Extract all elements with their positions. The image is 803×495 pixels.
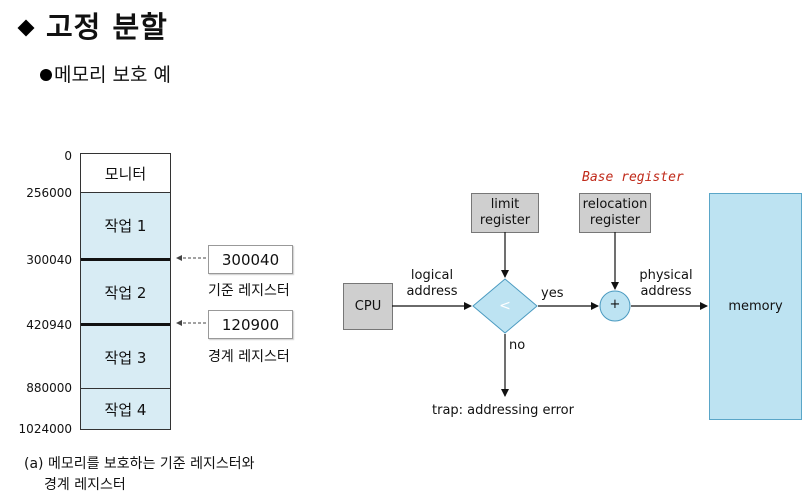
base-boundary bbox=[81, 258, 170, 261]
trap-label: trap: addressing error bbox=[432, 403, 574, 418]
limit-register-label: 경계 레지스터 bbox=[208, 349, 290, 365]
cpu-label: CPU bbox=[354, 298, 382, 314]
segment-job1: 작업 1 bbox=[81, 192, 170, 259]
segment-label: 작업 3 bbox=[104, 349, 147, 367]
caption-line-2: 경계 레지스터 bbox=[44, 477, 126, 493]
annotation-base-register: Base register bbox=[582, 170, 684, 185]
slide-title: 고정 분할 bbox=[12, 4, 168, 46]
segment-job3: 작업 3 bbox=[81, 326, 170, 389]
compare-diamond bbox=[472, 278, 538, 334]
address-label: 300040 bbox=[26, 253, 72, 267]
segment-label: 작업 1 bbox=[104, 217, 147, 235]
circle-bullet-icon bbox=[40, 69, 52, 81]
address-label: 256000 bbox=[26, 186, 72, 200]
segment-label: 작업 4 bbox=[104, 400, 147, 419]
address-label: 880000 bbox=[26, 381, 72, 395]
address-label: 420940 bbox=[26, 318, 72, 332]
memory-label: memory bbox=[728, 299, 783, 314]
address-label: 1024000 bbox=[18, 422, 72, 436]
segment-divider bbox=[81, 388, 170, 389]
address-text: address bbox=[640, 284, 692, 299]
adder-circle bbox=[599, 290, 631, 322]
caption-line-1: (a) 메모리를 보호하는 기준 레지스터와 bbox=[24, 456, 255, 472]
limit-register-text: limit bbox=[490, 197, 520, 212]
limit-register-box: 120900 bbox=[208, 310, 293, 339]
segment-monitor: 모니터 bbox=[81, 154, 170, 192]
limit-register-value: 120900 bbox=[221, 315, 280, 334]
base-register-label: 기준 레지스터 bbox=[208, 283, 290, 299]
limit-register-text: register bbox=[479, 213, 531, 228]
subtitle: 메모리 보호 예 bbox=[40, 60, 171, 87]
physical-text: physical bbox=[639, 268, 693, 283]
segment-job4: 작업 4 bbox=[81, 389, 170, 429]
no-label: no bbox=[509, 338, 526, 353]
add-symbol: + bbox=[609, 297, 621, 312]
segment-job2: 작업 2 bbox=[81, 260, 170, 324]
address-text: address bbox=[406, 284, 458, 299]
segment-label: 작업 2 bbox=[104, 283, 147, 302]
base-register-box: 300040 bbox=[208, 245, 293, 274]
relocation-register-text: register bbox=[589, 213, 641, 228]
title-text: 고정 분할 bbox=[46, 10, 168, 44]
subtitle-text: 메모리 보호 예 bbox=[54, 64, 171, 86]
compare-symbol: < bbox=[499, 298, 511, 314]
base-register-value: 300040 bbox=[221, 250, 280, 269]
memory-map-column: 모니터 작업 1 작업 2 작업 3 작업 4 bbox=[80, 153, 171, 430]
segment-label: 모니터 bbox=[104, 164, 147, 183]
yes-label: yes bbox=[541, 286, 564, 301]
logical-text: logical bbox=[410, 268, 454, 283]
limit-boundary bbox=[81, 323, 170, 326]
segment-divider bbox=[81, 192, 170, 193]
relocation-register-text: relocation bbox=[582, 197, 648, 212]
memory-box: memory bbox=[709, 193, 802, 420]
address-label: 0 bbox=[64, 149, 72, 163]
cpu-box: CPU bbox=[343, 283, 393, 330]
